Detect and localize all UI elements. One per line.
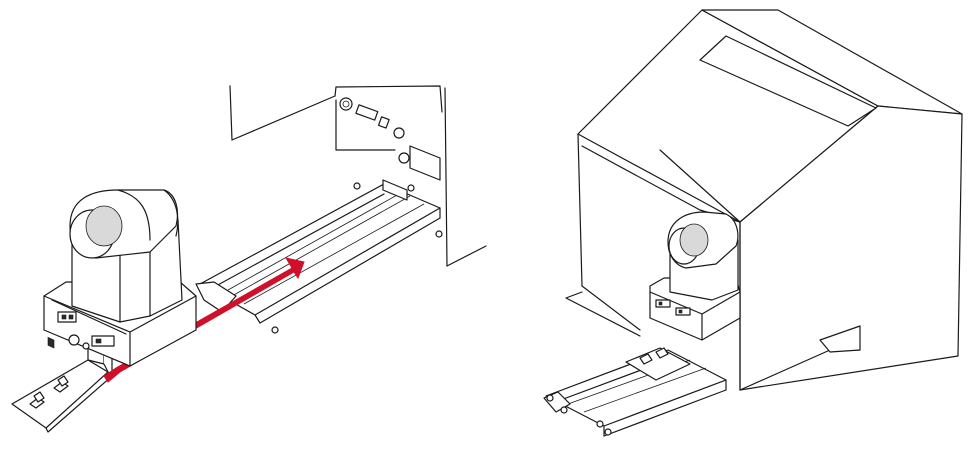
left-panel — [11, 85, 487, 433]
prompter-frame-wall — [229, 85, 487, 267]
right-panel — [543, 9, 963, 437]
connector-panel — [339, 97, 441, 181]
ptz-camera-in-hood — [649, 211, 741, 341]
slide-rail — [195, 179, 443, 334]
prompter-hood-icon — [565, 9, 963, 391]
ptz-camera-icon — [43, 189, 197, 367]
slide-rail-in-hood — [543, 347, 727, 437]
